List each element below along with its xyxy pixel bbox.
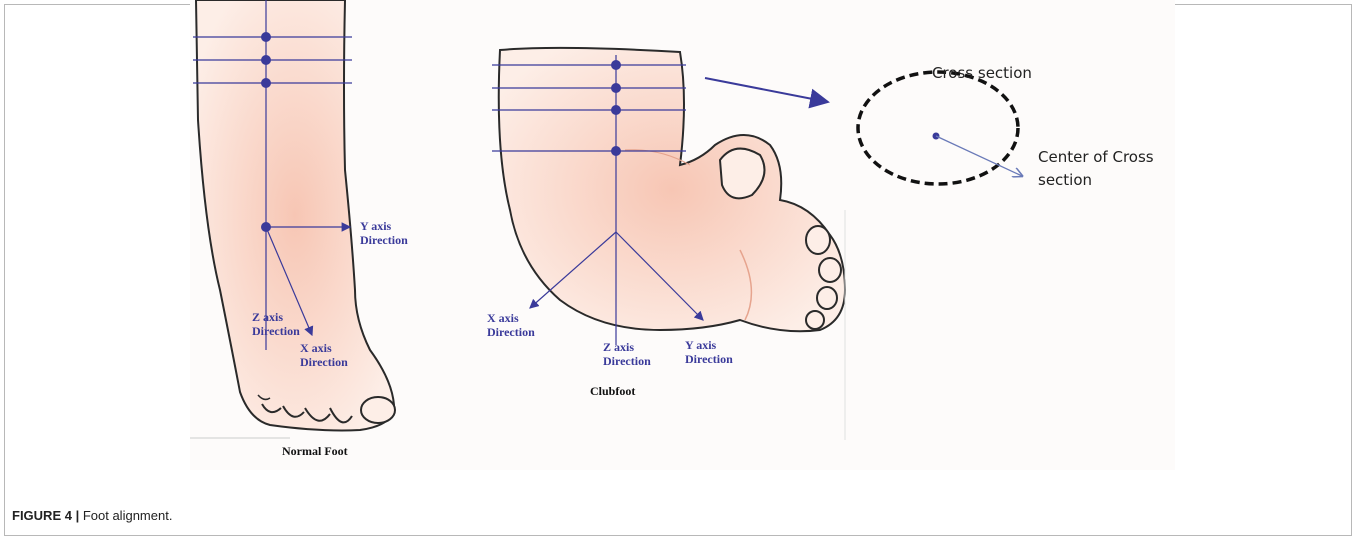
clubfoot-z-axis-label-1: Z axis — [603, 340, 634, 354]
normal-z-axis-label-1: Z axis — [252, 310, 283, 324]
clubfoot-x-axis-label-2: Direction — [487, 325, 535, 339]
normal-z-axis-label-2: Direction — [252, 324, 300, 338]
clubfoot-x-axis-label-1: X axis — [487, 311, 519, 325]
normal-x-axis-label-2: Direction — [300, 355, 348, 369]
caption-text: Foot alignment. — [83, 508, 173, 523]
center-label-line-2: section — [1038, 171, 1092, 189]
figure-number: FIGURE 4 | — [12, 508, 79, 523]
normal-y-axis-label-2: Direction — [360, 233, 408, 247]
normal-x-axis-label-1: X axis — [300, 341, 332, 355]
cross-section-label: Cross section — [932, 64, 1032, 82]
clubfoot-y-axis-label-1: Y axis — [685, 338, 717, 352]
figure-caption: FIGURE 4 | Foot alignment. — [12, 508, 172, 523]
normal-y-axis-label-1: Y axis — [360, 219, 392, 233]
clubfoot-z-axis-label-2: Direction — [603, 354, 651, 368]
center-label-line-1: Center of Cross — [1038, 148, 1154, 166]
clubfoot-y-axis-label-2: Direction — [685, 352, 733, 366]
normal-foot-title: Normal Foot — [282, 444, 348, 458]
clubfoot-title: Clubfoot — [590, 384, 635, 398]
